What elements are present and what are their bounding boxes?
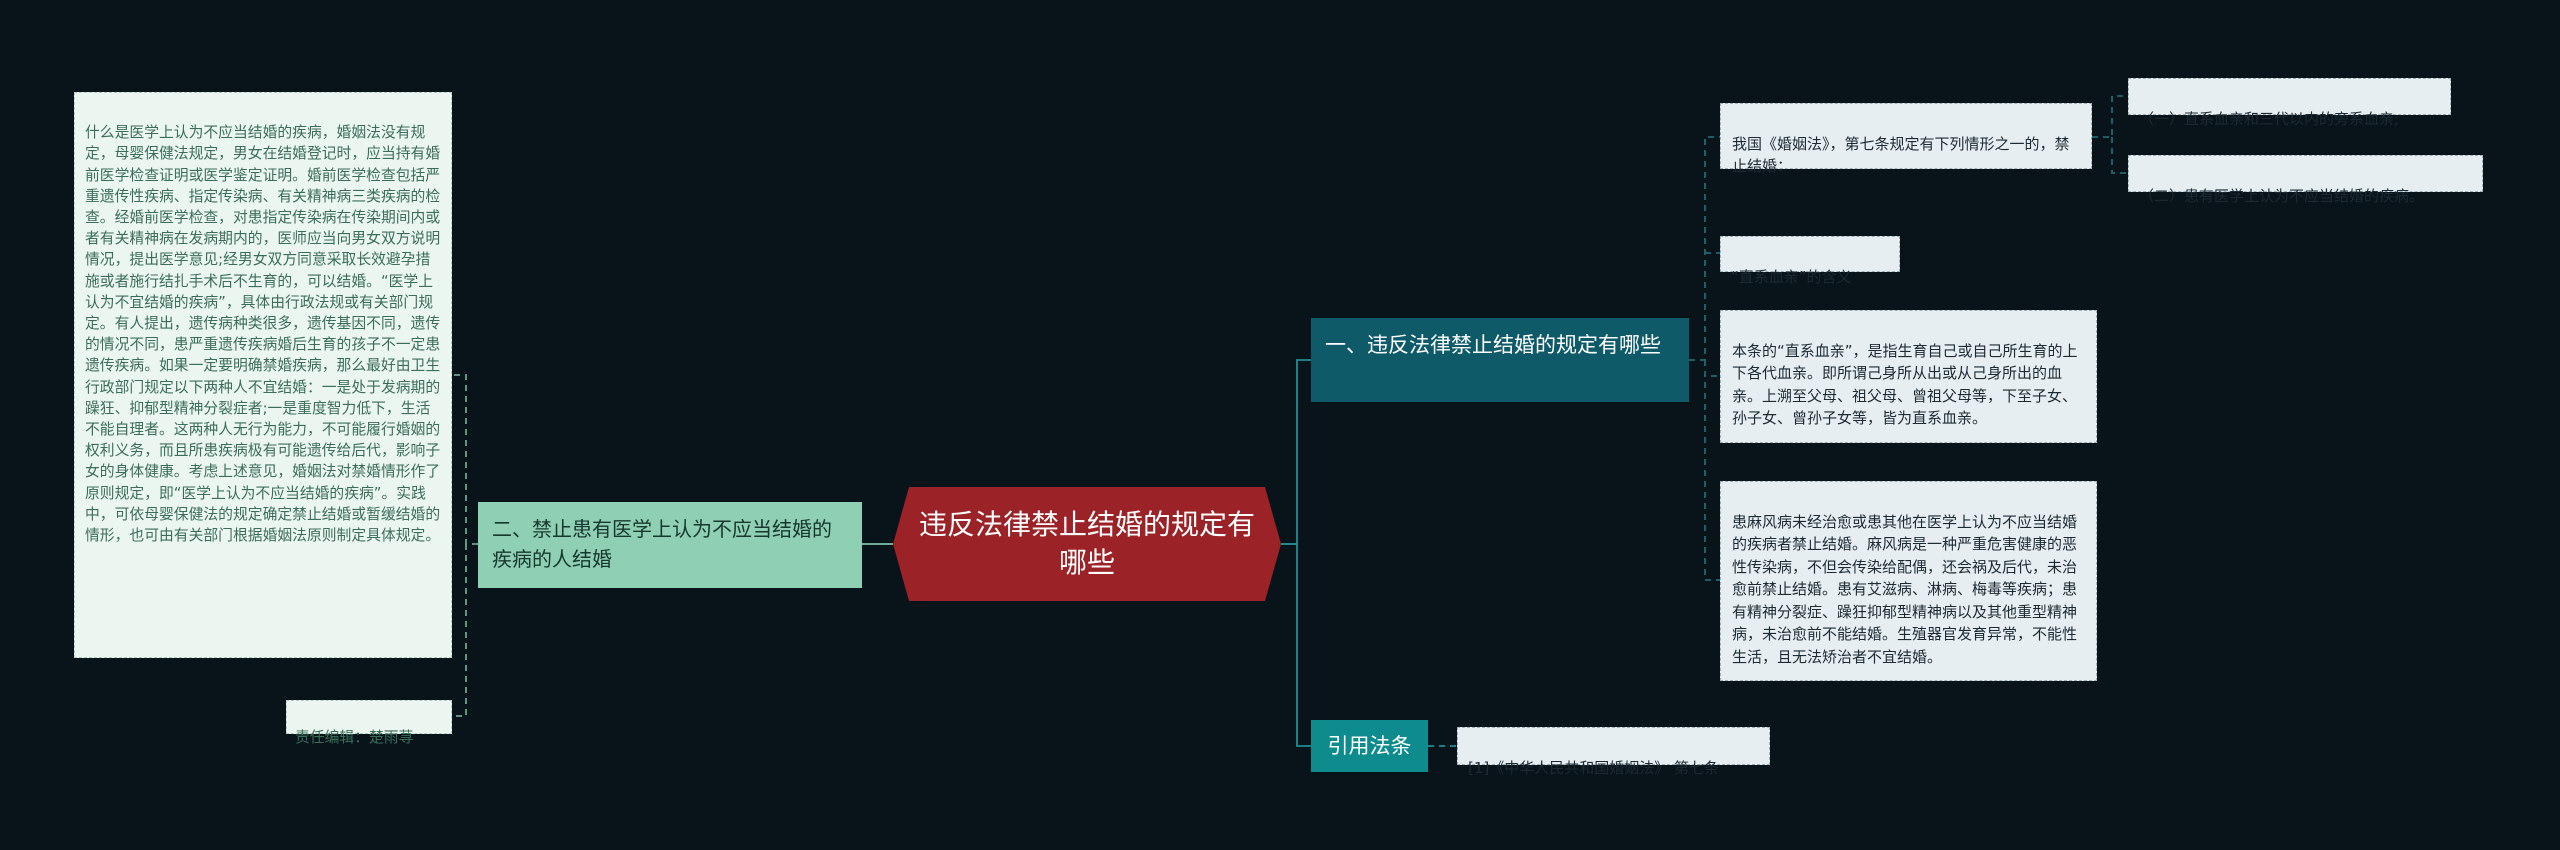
connector-root-branch3 bbox=[1281, 543, 1311, 747]
leaf-sub-item-1-text: （一）直系血亲和三代以内的旁系血亲; bbox=[2139, 109, 2400, 128]
branch-3-topic[interactable]: 引用法条 bbox=[1311, 720, 1428, 772]
leaf-sub-item-2-text: （二）患有医学上认为不应当结婚的疾病。 bbox=[2139, 186, 2425, 205]
leaf-sub-item-2[interactable]: （二）患有医学上认为不应当结婚的疾病。 bbox=[2128, 155, 2483, 205]
leaf-sub-item-1[interactable]: （一）直系血亲和三代以内的旁系血亲; bbox=[2128, 78, 2451, 128]
branch-2-topic[interactable]: 二、禁止患有医学上认为不应当结婚的疾病的人结婚 bbox=[478, 502, 862, 588]
leaf-responsible-editor[interactable]: 责任编辑：楚雨荨 bbox=[286, 700, 452, 746]
leaf-prohibited-diseases[interactable]: 患麻风病未经治愈或患其他在医学上认为不应当结婚的疾病者禁止结婚。麻风病是一种严重… bbox=[1720, 481, 2097, 681]
connector-item1-subs bbox=[2092, 95, 2128, 174]
leaf-marriage-law-article-text: 我国《婚姻法》，第七条规定有下列情形之一的，禁止结婚： bbox=[1732, 134, 2070, 176]
connector-branch1-leaves bbox=[1689, 136, 1720, 581]
connector-branch2-leaves bbox=[452, 374, 478, 717]
root-topic[interactable]: 违反法律禁止结婚的规定有哪些 bbox=[893, 487, 1281, 601]
leaf-lineal-relatives-heading[interactable]: “直系血亲”的含义 bbox=[1720, 236, 1900, 286]
leaf-lineal-relatives-definition-text: 本条的“直系血亲”，是指生育自己或自己所生育的上下各代血亲。即所谓己身所从出或从… bbox=[1732, 341, 2078, 428]
leaf-medical-diseases-explanation[interactable]: 什么是医学上认为不应当结婚的疾病，婚姻法没有规定，母婴保健法规定，男女在结婚登记… bbox=[74, 92, 452, 658]
branch-1-label: 一、违反法律禁止结婚的规定有哪些 bbox=[1325, 333, 1661, 357]
leaf-medical-diseases-explanation-text: 什么是医学上认为不应当结婚的疾病，婚姻法没有规定，母婴保健法规定，男女在结婚登记… bbox=[85, 124, 441, 545]
leaf-responsible-editor-text: 责任编辑：楚雨荨 bbox=[295, 729, 414, 747]
connector-root-branch1 bbox=[1281, 359, 1311, 545]
leaf-prohibited-diseases-text: 患麻风病未经治愈或患其他在医学上认为不应当结婚的疾病者禁止结婚。麻风病是一种严重… bbox=[1732, 512, 2078, 666]
leaf-lineal-relatives-definition[interactable]: 本条的“直系血亲”，是指生育自己或自己所生育的上下各代血亲。即所谓己身所从出或从… bbox=[1720, 310, 2097, 443]
leaf-lineal-relatives-heading-text: “直系血亲”的含义 bbox=[1731, 267, 1852, 286]
branch-2-label: 二、禁止患有医学上认为不应当结婚的疾病的人结婚 bbox=[492, 517, 832, 571]
branch-1-topic[interactable]: 一、违反法律禁止结婚的规定有哪些 bbox=[1311, 318, 1689, 402]
leaf-marriage-law-article[interactable]: 我国《婚姻法》，第七条规定有下列情形之一的，禁止结婚： bbox=[1720, 103, 2092, 175]
leaf-law-citation[interactable]: [1]《中华人民共和国婚姻法》 第七条 bbox=[1457, 727, 1770, 777]
leaf-law-citation-text: [1]《中华人民共和国婚姻法》 第七条 bbox=[1468, 758, 1720, 777]
branch-3-label: 引用法条 bbox=[1327, 734, 1412, 758]
root-topic-title: 违反法律禁止结婚的规定有哪些 bbox=[918, 508, 1255, 579]
